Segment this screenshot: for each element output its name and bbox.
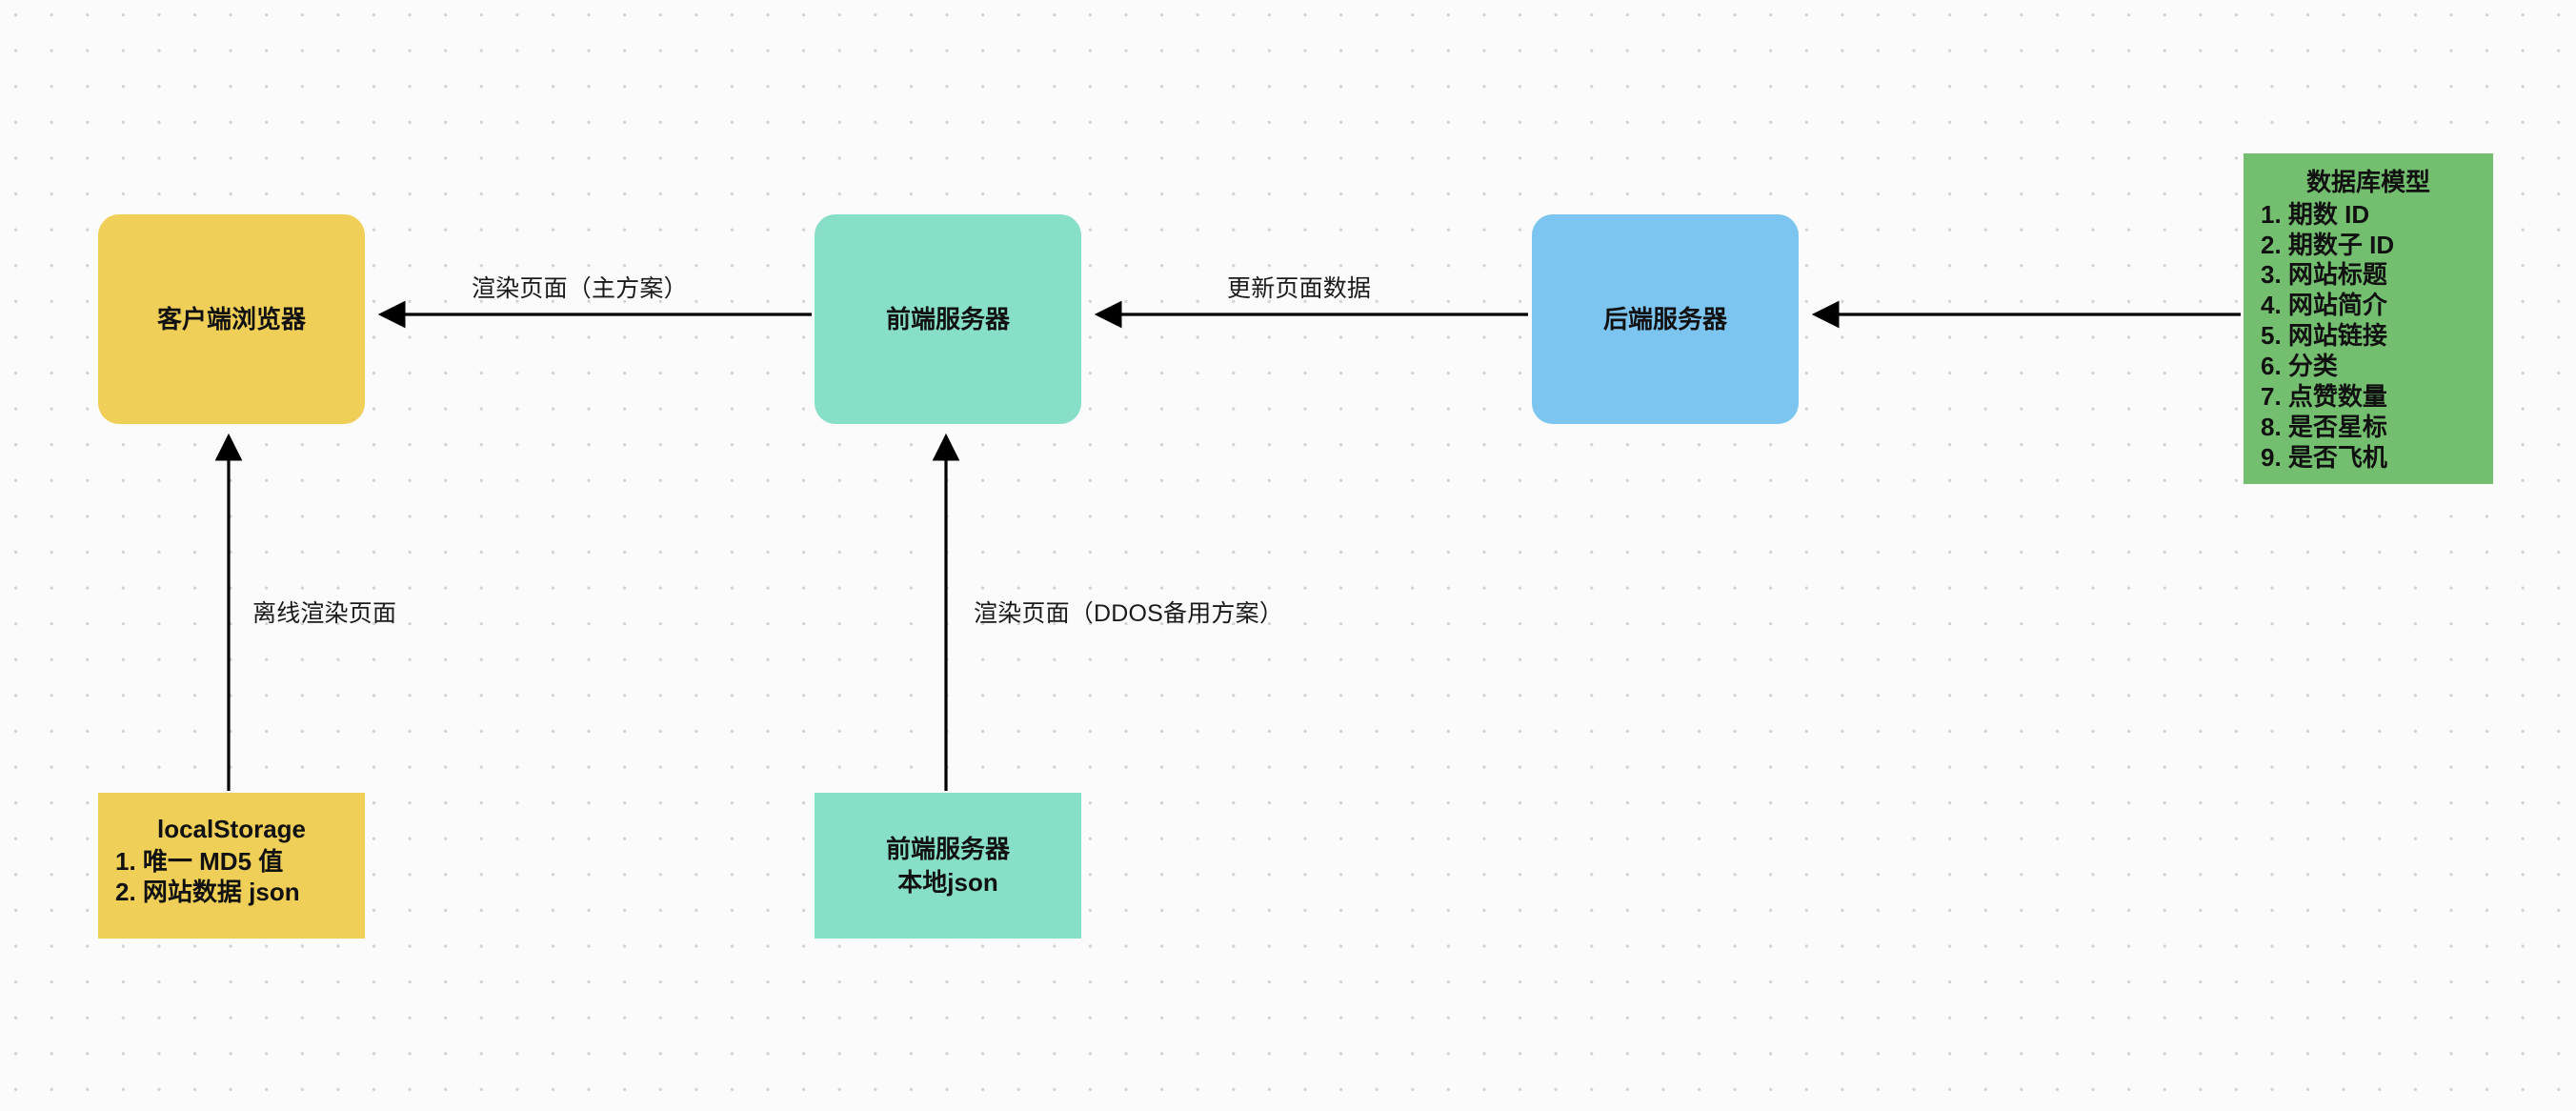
node-frontend-local-json-label: 前端服务器 本地json [885, 834, 1010, 897]
list-item: 3. 网站标题 [2261, 260, 2387, 290]
list-item: 2. 期数子 ID [2261, 230, 2395, 259]
edge-label-render-page-primary: 渲染页面（主方案） [472, 275, 688, 302]
node-local-storage-heading: localStorage [156, 815, 307, 843]
list-item: 2. 网站数据 json [115, 877, 300, 906]
edge-label-offline-render-page: 离线渲染页面 [252, 600, 397, 627]
list-item: 1. 唯一 MD5 值 [115, 846, 284, 876]
node-database-model[interactable]: 数据库模型 1. 期数 ID 2. 期数子 ID 3. 网站标题 4. 网站简介… [2244, 153, 2493, 484]
edge-label-render-page-ddos-backup: 渲染页面（DDOS备用方案） [974, 600, 1284, 627]
node-frontend-server-label: 前端服务器 [885, 304, 1010, 333]
list-item: 5. 网站链接 [2261, 321, 2387, 351]
node-local-storage-list: 1. 唯一 MD5 值 2. 网站数据 json [98, 847, 365, 908]
node-frontend-server[interactable]: 前端服务器 [815, 214, 1081, 424]
node-frontend-local-json[interactable]: 前端服务器 本地json [815, 793, 1081, 939]
node-database-model-list: 1. 期数 ID 2. 期数子 ID 3. 网站标题 4. 网站简介 5. 网站… [2244, 200, 2493, 474]
list-item: 9. 是否飞机 [2261, 442, 2387, 472]
list-item: 8. 是否星标 [2261, 412, 2387, 441]
node-backend-server-label: 后端服务器 [1602, 304, 1727, 333]
node-local-storage[interactable]: localStorage 1. 唯一 MD5 值 2. 网站数据 json [98, 793, 365, 939]
node-client-browser[interactable]: 客户端浏览器 [98, 214, 365, 424]
list-item: 7. 点赞数量 [2261, 381, 2387, 411]
list-item: 1. 期数 ID [2261, 199, 2370, 229]
node-backend-server[interactable]: 后端服务器 [1532, 214, 1799, 424]
edge-label-update-page-data: 更新页面数据 [1227, 275, 1372, 302]
list-item: 6. 分类 [2261, 352, 2338, 381]
node-client-browser-label: 客户端浏览器 [156, 304, 306, 333]
node-database-model-heading: 数据库模型 [2305, 168, 2430, 196]
list-item: 4. 网站简介 [2261, 291, 2387, 320]
